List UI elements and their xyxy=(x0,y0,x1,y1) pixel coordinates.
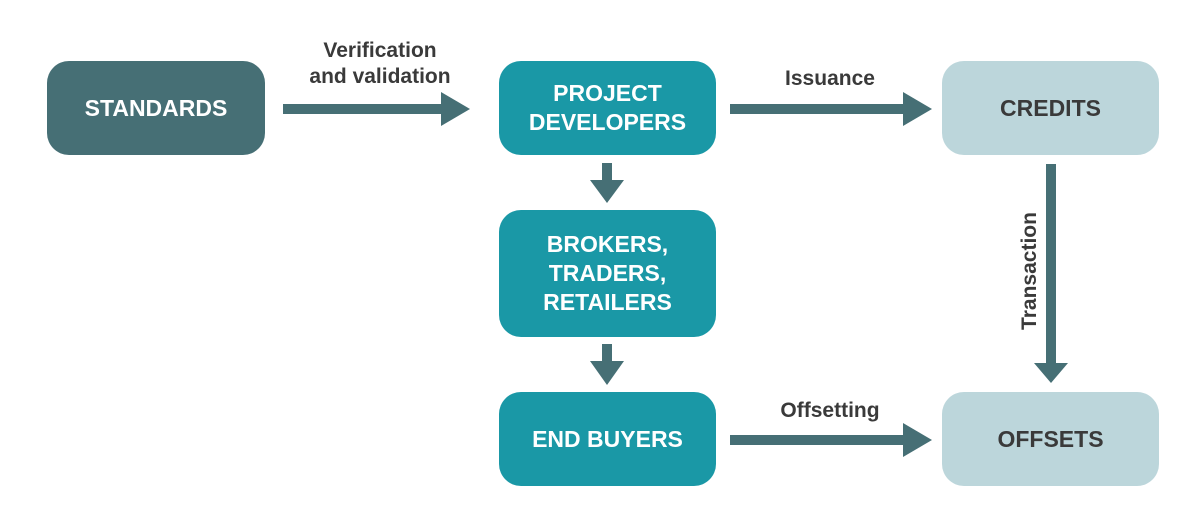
node-end-buyers: END BUYERS xyxy=(499,392,716,486)
node-project-developers-label: PROJECT DEVELOPERS xyxy=(528,80,687,135)
node-offsets: OFFSETS xyxy=(942,392,1159,486)
node-standards: STANDARDS xyxy=(47,61,265,155)
edge-label-issuance: Issuance xyxy=(785,67,875,90)
node-offsets-label: OFFSETS xyxy=(997,425,1104,452)
node-credits: CREDITS xyxy=(942,61,1159,155)
edge-label-verification: Verification and validation xyxy=(309,39,451,88)
node-end-buyers-label: END BUYERS xyxy=(532,425,683,452)
edge-label-transaction: Transaction xyxy=(1018,212,1041,330)
node-credits-label: CREDITS xyxy=(1000,94,1101,121)
arrow-credits-to-offsets xyxy=(1034,164,1068,383)
arrow-standards-to-developers xyxy=(283,92,470,126)
arrow-developers-to-credits xyxy=(730,92,932,126)
arrow-brokers-to-end-buyers xyxy=(590,344,624,385)
node-project-developers: PROJECT DEVELOPERS xyxy=(499,61,716,155)
arrow-developers-to-brokers xyxy=(590,163,624,203)
node-brokers-label: BROKERS, TRADERS, RETAILERS xyxy=(543,231,672,315)
node-standards-label: STANDARDS xyxy=(84,94,228,121)
arrow-end-buyers-to-offsets xyxy=(730,423,932,457)
node-brokers-traders-retailers: BROKERS, TRADERS, RETAILERS xyxy=(499,210,716,337)
edge-label-offsetting: Offsetting xyxy=(780,399,880,422)
